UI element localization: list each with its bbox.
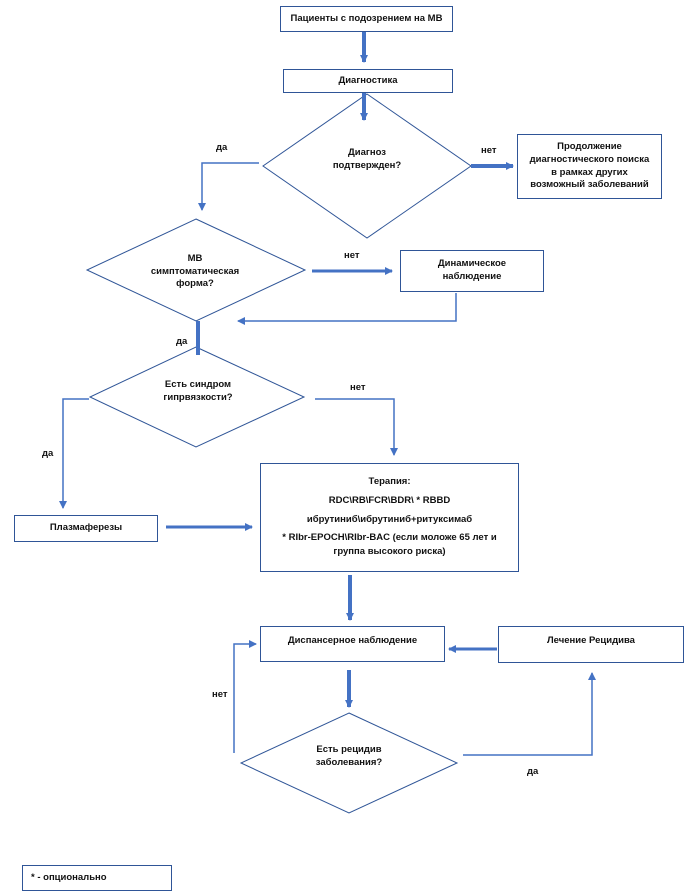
connector-yes-to-treatment (463, 672, 596, 756)
edge-label-no-relapse: нет (212, 689, 228, 700)
connector-dynamic-return (237, 293, 457, 325)
edge-label-no-hyperviscosity: нет (350, 382, 366, 393)
connector-no-relapse-return (233, 640, 257, 753)
hyperviscosity-text: Есть синдром гипрвязкости? (138, 375, 258, 409)
therapy-line-4: группа высокого риска) (333, 546, 446, 558)
edge-label-yes-symptomatic: да (176, 336, 188, 347)
continue-search-line-2: диагностического поиска (529, 153, 650, 165)
diamond-diagnosis-confirmed (262, 93, 472, 239)
symptomatic-line-1: МВ (187, 252, 203, 264)
relapse-treatment-text: Лечение Рецидива (547, 635, 635, 646)
legend-text: * - опционально (31, 871, 107, 883)
node-continue-search: Продолжение диагностического поиска в ра… (517, 134, 662, 199)
relapse-text: Есть рецидив заболевания? (289, 740, 409, 774)
diagnosis-confirmed-text: Диагноз подтвержден? (307, 140, 427, 180)
symptomatic-text: МВ симптоматическая форма? (135, 249, 255, 295)
node-relapse-treatment: Лечение Рецидива (498, 626, 684, 663)
diagnosis-confirmed-line-1: Диагноз (348, 147, 386, 159)
diamond-relapse (239, 712, 459, 814)
node-dispensary: Диспансерное наблюдение (260, 626, 445, 662)
node-diagnostics-text: Диагностика (338, 74, 398, 86)
continue-search-line-4: возможный заболеваний (530, 179, 649, 191)
dynamic-observation-line-2: наблюдение (442, 271, 502, 282)
therapy-title: Терапия: (368, 475, 411, 487)
plasmapheresis-text: Плазмаферезы (49, 522, 123, 534)
node-dynamic-observation: Динамическое наблюдение (400, 250, 544, 292)
therapy-line-3: * RIbr-EPOCH\RIbr-BAC (если моложе 65 ле… (282, 532, 497, 544)
node-start: Пациенты с подозрением на МВ (280, 6, 453, 32)
node-plasmapheresis: Плазмаферезы (14, 515, 158, 542)
connector-yes-to-symptomatic (198, 162, 259, 211)
node-therapy: Терапия: RDC\RB\FCR\BDR\ * RBBD ибрутини… (260, 463, 519, 572)
relapse-line-2: заболевания? (315, 757, 383, 768)
dynamic-observation-line-1: Динамическое (437, 258, 507, 270)
relapse-line-1: Есть рецидив (316, 744, 382, 756)
edge-label-yes-diagnosis: да (216, 142, 228, 153)
hyperviscosity-line-1: Есть синдром (164, 379, 232, 391)
continue-search-line-3: в рамках других (551, 166, 628, 178)
dispensary-text: Диспансерное наблюдение (287, 635, 418, 646)
edge-label-yes-relapse: да (527, 766, 539, 777)
hyperviscosity-line-2: гипрвязкости? (163, 392, 233, 403)
diamond-hyperviscosity (88, 346, 306, 448)
connector-no-to-therapy (315, 398, 398, 456)
legend-box: * - опционально (22, 865, 172, 891)
edge-label-no-symptomatic: нет (344, 250, 360, 261)
diagnosis-confirmed-line-2: подтвержден? (332, 160, 402, 171)
symptomatic-line-3: форма? (176, 278, 214, 290)
therapy-line-1: RDC\RB\FCR\BDR\ * RBBD (328, 494, 451, 506)
therapy-line-2: ибрутиниб\ибрутиниб+ритуксимаб (306, 513, 473, 525)
edge-label-yes-hyperviscosity: да (42, 448, 54, 459)
continue-search-line-1: Продолжение (557, 140, 622, 152)
edge-label-no-diagnosis: нет (481, 145, 497, 156)
connector-yes-to-plasma (59, 398, 89, 509)
symptomatic-line-2: симптоматическая (150, 265, 240, 277)
node-diagnostics: Диагностика (283, 69, 453, 93)
node-start-text: Пациенты с подозрением на МВ (290, 12, 443, 24)
